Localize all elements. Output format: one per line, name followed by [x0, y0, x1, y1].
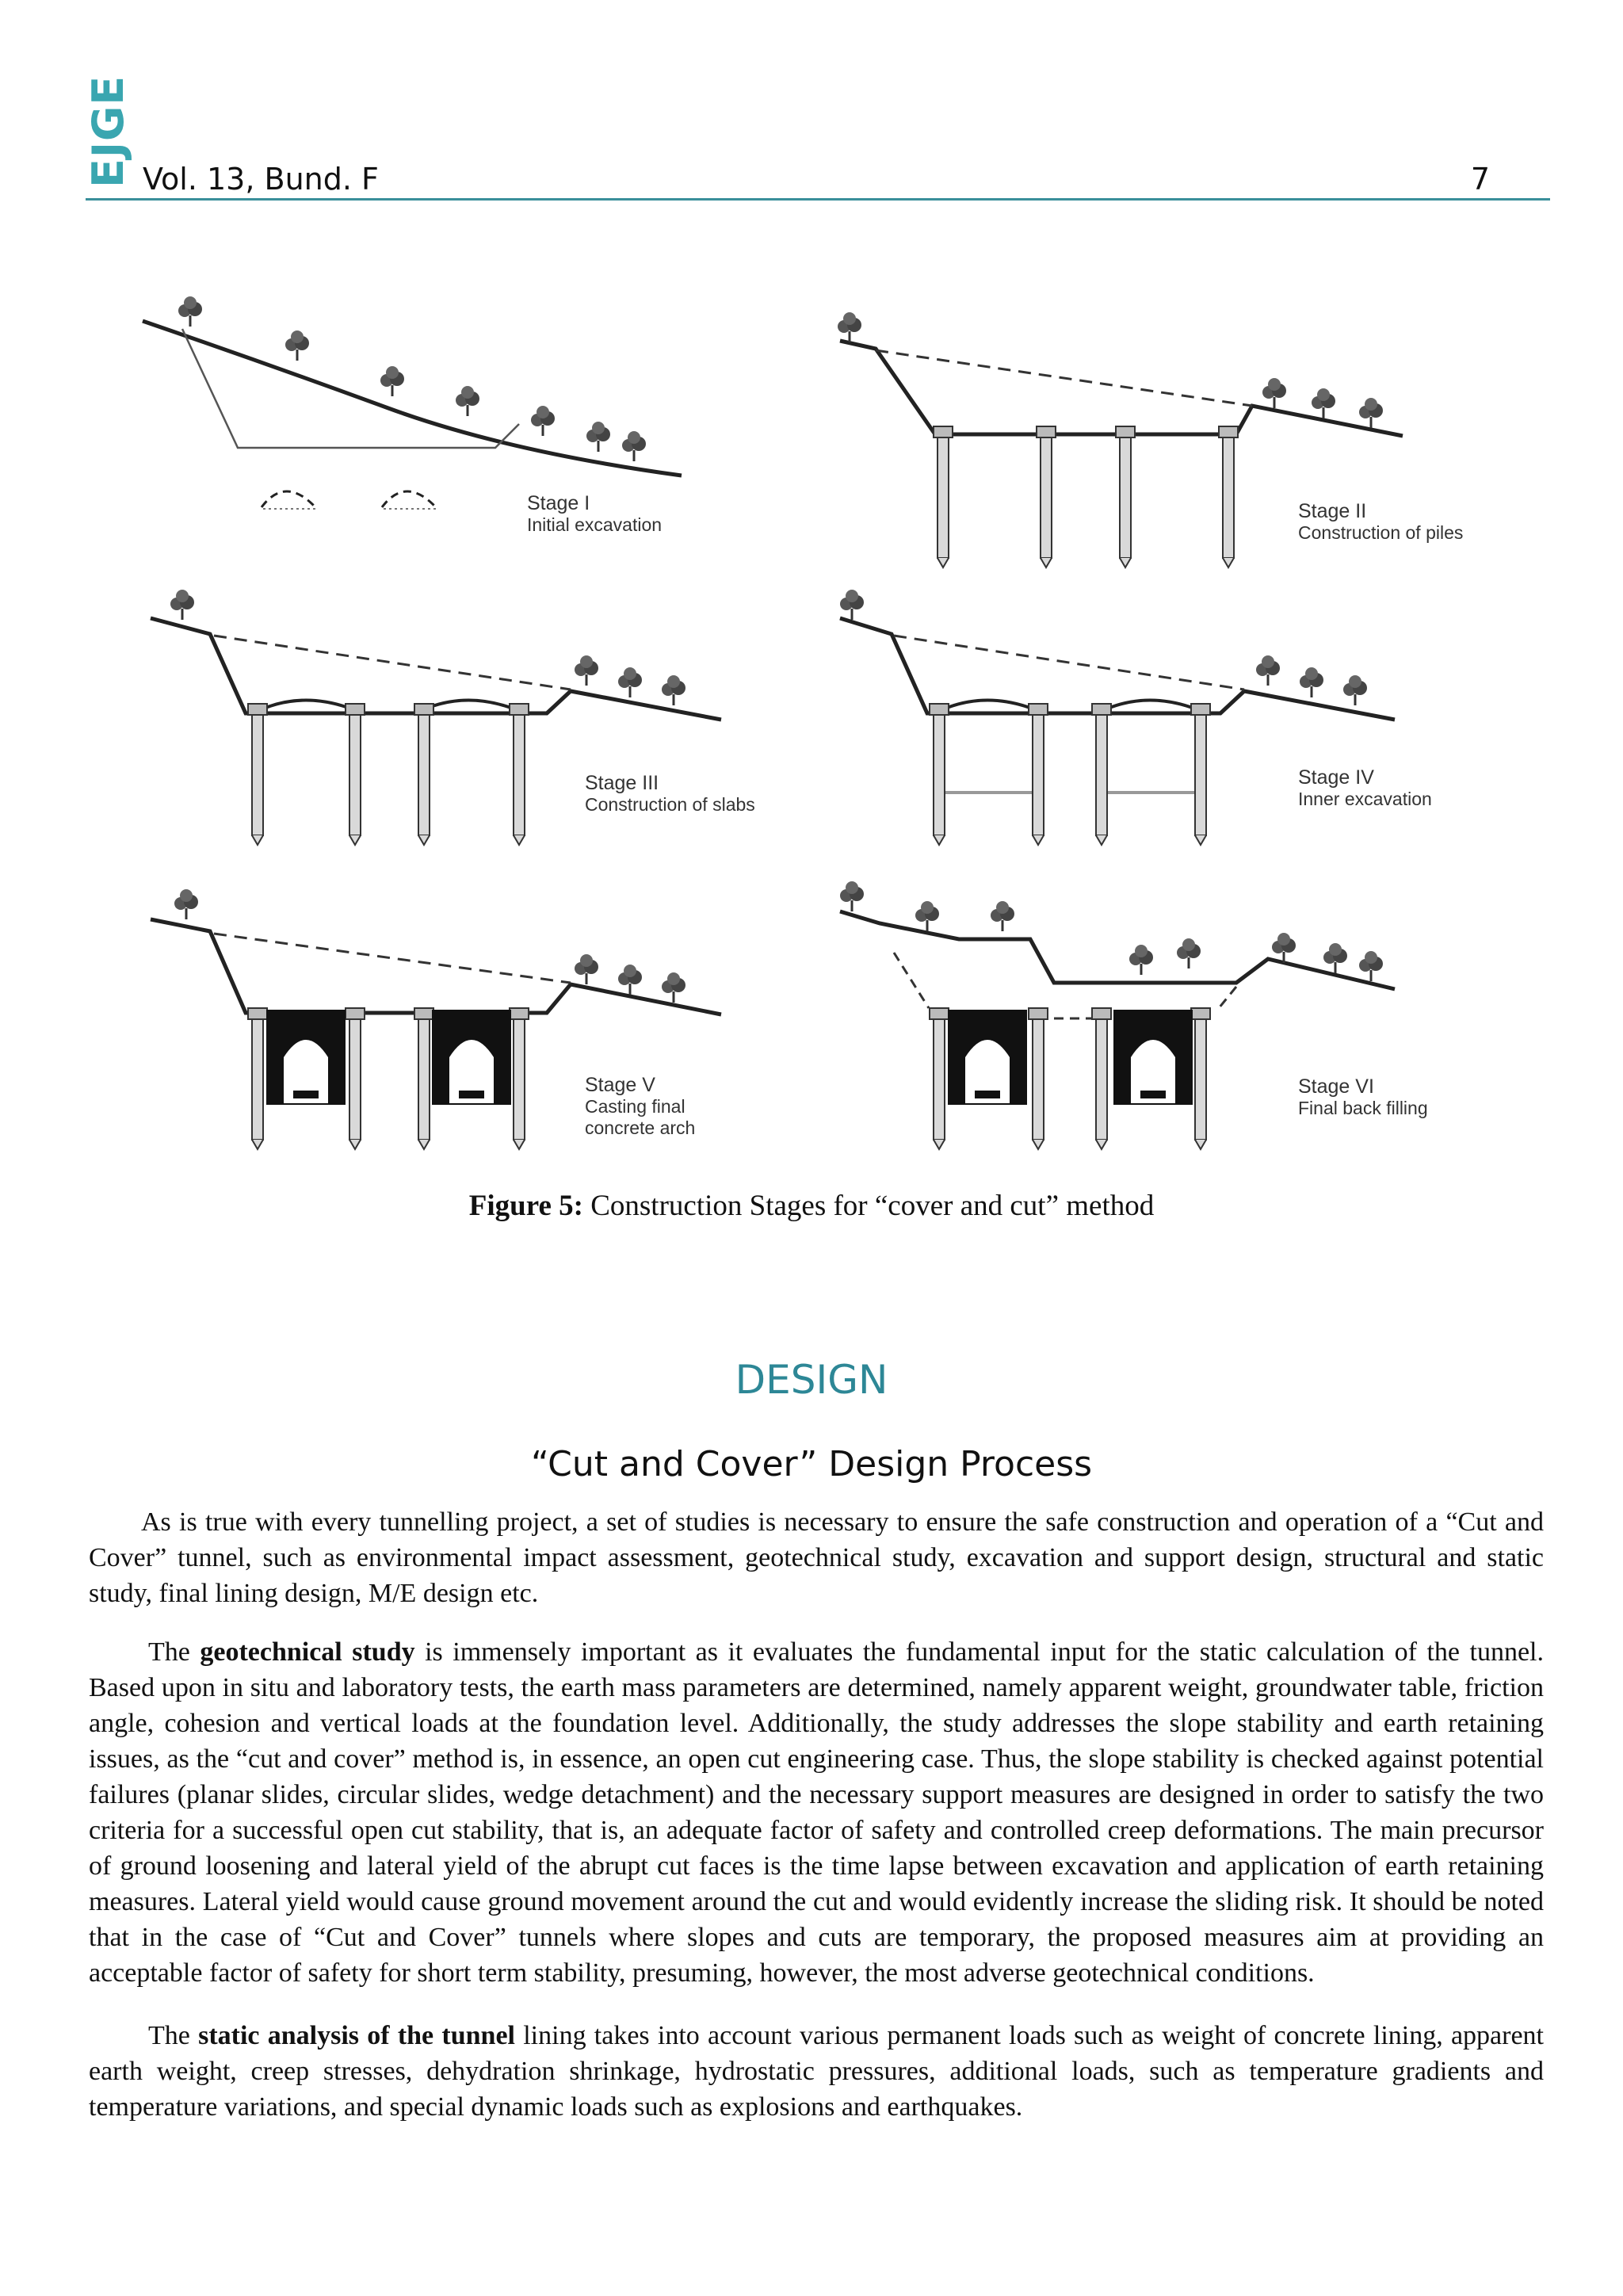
paragraph-intro: As is true with every tunnelling project… [89, 1507, 1544, 1608]
stages-diagram [142, 295, 1403, 1150]
journal-logo: EJGE [83, 74, 133, 189]
header-rule [86, 198, 1550, 201]
stage-2-label: Stage II Construction of piles [1298, 501, 1463, 544]
p2-rest: is immensely important as it evaluates t… [89, 1637, 1544, 1988]
volume-label: Vol. 13, Bund. F [143, 162, 379, 197]
stage-4-drawing [838, 588, 1396, 846]
stage-5-drawing [150, 888, 722, 1150]
construction-stages-figure: Stage I Initial excavation Stage II Cons… [127, 285, 1474, 1181]
figure-caption-label: Figure 5: [468, 1190, 583, 1222]
page-header: EJGE Vol. 13, Bund. F 7 [83, 73, 1550, 201]
section-subtitle: “Cut and Cover” Design Process [530, 1444, 1093, 1484]
p3-bold: static analysis of the tunnel [198, 2021, 515, 2050]
stage-1-desc: Initial excavation [527, 514, 663, 535]
stage-2-title: Stage II [1298, 500, 1367, 522]
stage-6-label: Stage VI Final back filling [1298, 1076, 1428, 1119]
stage-3-drawing [150, 588, 722, 846]
stage-3-label: Stage III Construction of slabs [585, 773, 755, 816]
p2-bold: geotechnical study [200, 1637, 415, 1667]
stage-3-desc: Construction of slabs [585, 794, 755, 815]
stage-6-drawing [838, 880, 1396, 1150]
stage-1-label: Stage I Initial excavation [527, 493, 662, 536]
paragraph-static-analysis: The static analysis of the tunnel lining… [89, 2018, 1544, 2125]
stage-5-desc: Casting final concrete arch [585, 1096, 696, 1138]
stage-1-title: Stage I [527, 492, 590, 514]
figure-caption: Figure 5: Construction Stages for “cover… [0, 1189, 1623, 1223]
figure-caption-text: Construction Stages for “cover and cut” … [582, 1190, 1155, 1222]
paragraph-geotechnical: The geotechnical study is immensely impo… [89, 1634, 1544, 1991]
stage-2-drawing [836, 311, 1403, 568]
stage-5-title: Stage V [585, 1074, 655, 1096]
stage-4-title: Stage IV [1298, 766, 1374, 789]
page-number: 7 [1470, 162, 1490, 197]
p2-lead: The [148, 1637, 200, 1667]
p3-rest: lining takes into account various perman… [89, 2021, 1545, 2122]
stage-5-label: Stage V Casting final concrete arch [585, 1075, 735, 1139]
section-title: DESIGN [735, 1357, 888, 1403]
stage-4-label: Stage IV Inner excavation [1298, 767, 1432, 810]
stage-6-desc: Final back filling [1298, 1098, 1428, 1118]
stage-1-drawing [142, 295, 682, 510]
stage-6-title: Stage VI [1298, 1075, 1374, 1098]
stage-3-title: Stage III [585, 772, 659, 794]
stage-4-desc: Inner excavation [1298, 789, 1432, 809]
p3-lead: The [148, 2021, 199, 2050]
stage-2-desc: Construction of piles [1298, 522, 1464, 543]
